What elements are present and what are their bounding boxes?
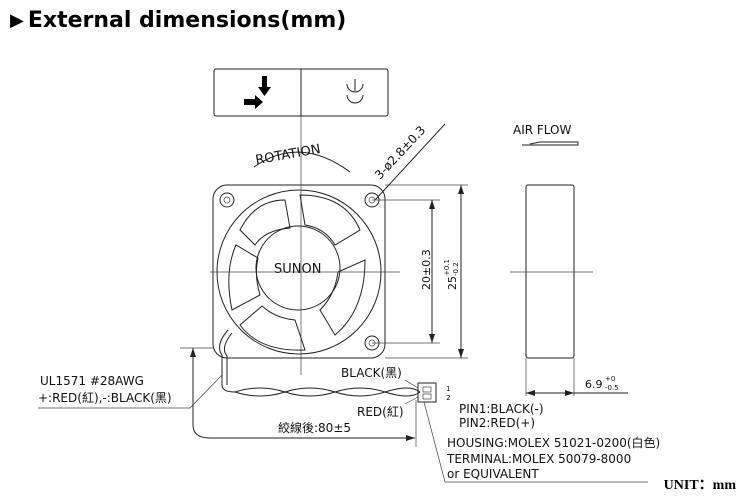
pin-number-2: 2 [446, 394, 450, 402]
depth-dimension: 6.9 [585, 378, 603, 391]
hole-pitch-dimension: 20±0.3 [420, 249, 433, 290]
page-title: ▶ External dimensions(mm) [10, 8, 346, 33]
black-wire-label: BLACK(黑) [341, 366, 402, 380]
wire-length-dimension: 絞線後:80±5 [278, 420, 351, 435]
right-triangle-icon: ▶ [10, 10, 24, 31]
equivalent-label: or EQUIVALENT [447, 467, 539, 481]
title-text: External dimensions(mm) [27, 8, 347, 33]
fan-front-view: SUNON [212, 184, 386, 359]
wire-harness [219, 329, 437, 403]
symbol-box [213, 68, 389, 117]
airflow-arrow-icon [522, 141, 579, 146]
pin1-label: PIN1:BLACK(-) [459, 402, 544, 416]
ul-recognition-mark-icon [346, 79, 364, 104]
depth-tolerance-minus: -0.5 [605, 384, 619, 392]
airflow-label: AIR FLOW [513, 123, 572, 137]
fan-side-view [525, 184, 575, 359]
terminal-label: TERMINAL:MOLEX 50079-8000 [446, 452, 631, 466]
connector [417, 382, 437, 403]
depth-tolerance-plus: +0 [605, 375, 615, 383]
housing-label: HOUSING:MOLEX 51021-0200(白色) [447, 435, 660, 450]
frame-tolerance-plus: +0.1 [443, 259, 451, 276]
pin-number-1: 1 [446, 385, 450, 393]
wire-spec-line-1: UL1571 #28AWG [40, 374, 144, 388]
pin2-label: PIN2:RED(+) [459, 416, 535, 430]
unit-label: UNIT：mm [663, 478, 736, 493]
brand-label: SUNON [274, 262, 321, 277]
rotation-label: ROTATION [254, 142, 321, 168]
red-wire-label: RED(紅) [357, 405, 404, 419]
frame-dimension: 25 [446, 276, 459, 290]
rotation-arrow [253, 151, 351, 173]
frame-tolerance-minus: -0.2 [452, 262, 460, 276]
wire-spec-line-2: +:RED(紅),-:BLACK(黑) [38, 391, 172, 405]
airflow-direction-arrows-icon [244, 76, 271, 109]
